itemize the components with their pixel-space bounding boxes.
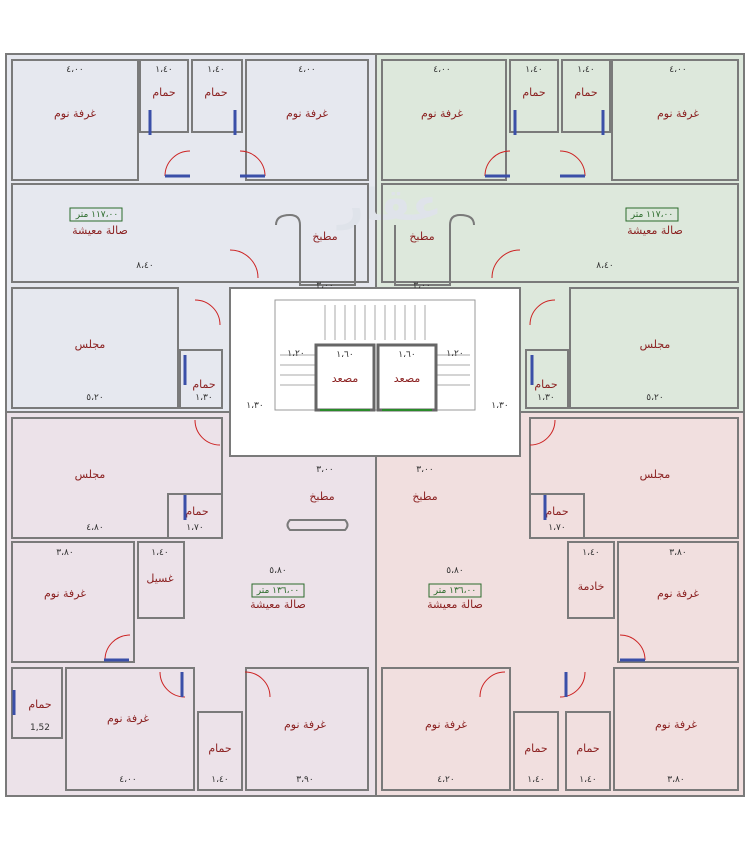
br-dim-4: ٣،٨٠ <box>669 548 686 558</box>
tr-dim-3: ١،٤٠ <box>525 65 542 75</box>
bl-dim-2: ١،٧٠ <box>186 523 203 533</box>
tr-bath-3: حمام <box>534 378 557 391</box>
bl-dim-6: ١،٤٠ <box>151 548 168 558</box>
apartment-top-right <box>381 59 739 409</box>
br-dim-9: ٣،٨٠ <box>667 775 684 785</box>
apartment-top-left <box>11 59 369 409</box>
dim-elevator-right: ١،٦٠ <box>398 350 415 360</box>
br-majlis: مجلس <box>640 468 671 481</box>
tl-dim-5: ٨،٤٠ <box>136 261 153 271</box>
apartment-bottom-left <box>11 417 369 791</box>
dim-core-left: ١،٣٠ <box>246 401 263 411</box>
dim-elevator-left: ١،٦٠ <box>336 350 353 360</box>
tr-dim-1: ٤،٠٠ <box>433 65 450 75</box>
bl-dim-5: ٣،٨٠ <box>56 548 73 558</box>
tl-dim-2: ٤،٠٠ <box>298 65 315 75</box>
br-dim-6: ٤،٢٠ <box>437 775 454 785</box>
tr-majlis: مجلس <box>640 338 671 351</box>
br-bath-3: حمام <box>576 742 599 755</box>
tr-bath-1: حمام <box>522 86 545 99</box>
dim-stair-left: ١،٢٠ <box>287 349 304 359</box>
br-bedroom-1: غرفة نوم <box>657 587 699 600</box>
tl-bath-3: حمام <box>192 378 215 391</box>
bl-dim-7: 1,52 <box>30 723 50 733</box>
dim-stair-right: ١،٢٠ <box>446 349 463 359</box>
doors <box>104 150 646 698</box>
bl-bedroom-3: غرفة نوم <box>284 718 326 731</box>
bl-laundry: غسيل <box>146 572 173 585</box>
bl-bedroom-1: غرفة نوم <box>44 587 86 600</box>
stair-steps <box>280 305 470 386</box>
tl-living: صالة معيشة <box>72 224 128 237</box>
tr-dim-7: ٥،٢٠ <box>646 393 663 403</box>
elevator-left-label: مصعد <box>332 372 359 385</box>
br-dim-1: ١،٧٠ <box>548 523 565 533</box>
windows <box>12 110 645 715</box>
tl-area: ١١٧،٠٠ متر <box>75 210 118 220</box>
bl-bedroom-2: غرفة نوم <box>107 712 149 725</box>
tl-bedroom-2: غرفة نوم <box>286 107 328 120</box>
bl-kitchen: مطبخ <box>309 490 334 503</box>
br-bath-1: حمام <box>545 505 568 518</box>
br-kitchen: مطبخ <box>412 490 437 503</box>
br-maid: خادمة <box>578 580 605 593</box>
br-dim-7: ١،٤٠ <box>527 775 544 785</box>
tl-dim-4: ١،٤٠ <box>207 65 224 75</box>
tr-area: ١١٧،٠٠ متر <box>630 210 673 220</box>
tl-dim-1: ٤،٠٠ <box>66 65 83 75</box>
tl-dim-3: ١،٤٠ <box>155 65 172 75</box>
tl-dim-8: ١،٣٠ <box>195 393 212 403</box>
br-area: ١٣٦،٠٠ متر <box>433 586 476 596</box>
tr-dim-5: ٨،٤٠ <box>596 261 613 271</box>
tr-bedroom-1: غرفة نوم <box>421 107 463 120</box>
tr-dim-2: ٤،٠٠ <box>669 65 686 75</box>
tr-dim-8: ١،٣٠ <box>537 393 554 403</box>
br-dim-3: ٥،٨٠ <box>446 566 463 576</box>
tl-dim-7: ٥،٢٠ <box>86 393 103 403</box>
tr-kitchen: مطبخ <box>409 230 434 243</box>
br-dim-8: ١،٤٠ <box>579 775 596 785</box>
quadrant-bottom-right <box>375 411 745 797</box>
tl-bath-1: حمام <box>152 86 175 99</box>
bl-dim-3: ٣،٠٠ <box>316 465 333 475</box>
tr-bedroom-2: غرفة نوم <box>657 107 699 120</box>
bl-area: ١٣٦،٠٠ متر <box>256 586 299 596</box>
br-dim-2: ٣،٠٠ <box>416 465 433 475</box>
br-bath-2: حمام <box>524 742 547 755</box>
br-bedroom-2: غرفة نوم <box>425 718 467 731</box>
tr-living: صالة معيشة <box>627 224 683 237</box>
apartment-bottom-right <box>381 417 739 791</box>
quadrant-bottom-left <box>5 411 377 797</box>
bl-dim-1: ٤،٨٠ <box>86 523 103 533</box>
bl-dim-8: ٤،٠٠ <box>119 775 136 785</box>
bl-bath-1: حمام <box>185 505 208 518</box>
tl-bath-2: حمام <box>204 86 227 99</box>
tl-bedroom-1: غرفة نوم <box>54 107 96 120</box>
bl-dim-9: ١،٤٠ <box>211 775 228 785</box>
bl-dim-4: ٥،٨٠ <box>269 566 286 576</box>
tr-dim-6: ٣،٠٠ <box>413 281 430 291</box>
tl-kitchen: مطبخ <box>312 230 337 243</box>
bl-bath-3: حمام <box>208 742 231 755</box>
br-living: صالة معيشة <box>427 598 483 611</box>
tl-dim-6: ٣،٠٠ <box>316 281 333 291</box>
elevator-left <box>314 343 376 412</box>
br-dim-5: ١،٤٠ <box>582 548 599 558</box>
tr-bath-2: حمام <box>574 86 597 99</box>
bl-dim-10: ٣،٩٠ <box>296 775 313 785</box>
dim-core-right: ١،٣٠ <box>491 401 508 411</box>
bl-majlis: مجلس <box>75 468 106 481</box>
bl-living: صالة معيشة <box>250 598 306 611</box>
br-bedroom-3: غرفة نوم <box>655 718 697 731</box>
tr-dim-4: ١،٤٠ <box>577 65 594 75</box>
tl-majlis: مجلس <box>75 338 106 351</box>
elevator-right-label: مصعد <box>394 372 421 385</box>
bl-bath-2: حمام <box>28 698 51 711</box>
watermark: عقار <box>336 180 442 231</box>
